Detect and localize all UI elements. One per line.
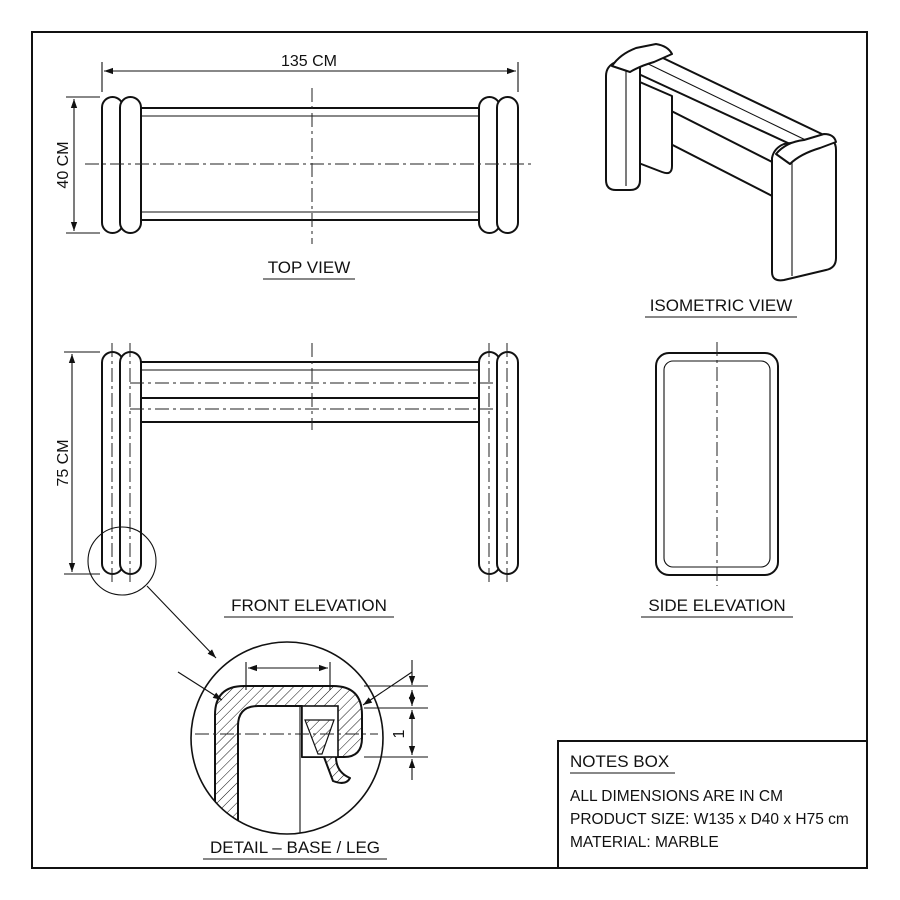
top-view: [85, 88, 535, 244]
notes-line-1: ALL DIMENSIONS ARE IN CM: [570, 788, 783, 805]
depth-label: 40 CM: [55, 141, 72, 188]
sheet-border: [31, 31, 868, 869]
top-view-title: TOP VIEW: [268, 258, 351, 277]
front-elevation-title: FRONT ELEVATION: [231, 596, 387, 615]
notes-line-2: PRODUCT SIZE: W135 x D40 x H75 cm: [570, 811, 849, 828]
notes-line-3: MATERIAL: MARBLE: [570, 834, 719, 851]
top-width-dimension: 135 CM: [101, 53, 519, 92]
front-height-dimension: 75 CM: [55, 351, 100, 575]
detail-leader: [146, 585, 217, 659]
detail-base-leg: 1: [177, 641, 428, 835]
side-elevation: [655, 342, 779, 586]
overall-width-label: 135 CM: [281, 53, 337, 70]
isometric-view-title: ISOMETRIC VIEW: [650, 296, 793, 315]
top-depth-dimension: 40 CM: [55, 96, 100, 234]
side-elevation-title: SIDE ELEVATION: [648, 596, 785, 615]
detail-title: DETAIL – BASE / LEG: [210, 838, 380, 857]
height-label: 75 CM: [55, 439, 72, 486]
isometric-view: [605, 43, 837, 282]
notes-box: NOTES BOX ALL DIMENSIONS ARE IN CM PRODU…: [557, 740, 868, 869]
detail-dimension-label: 1: [391, 729, 408, 738]
notes-title: NOTES BOX: [570, 752, 669, 771]
front-elevation: [87, 343, 519, 596]
